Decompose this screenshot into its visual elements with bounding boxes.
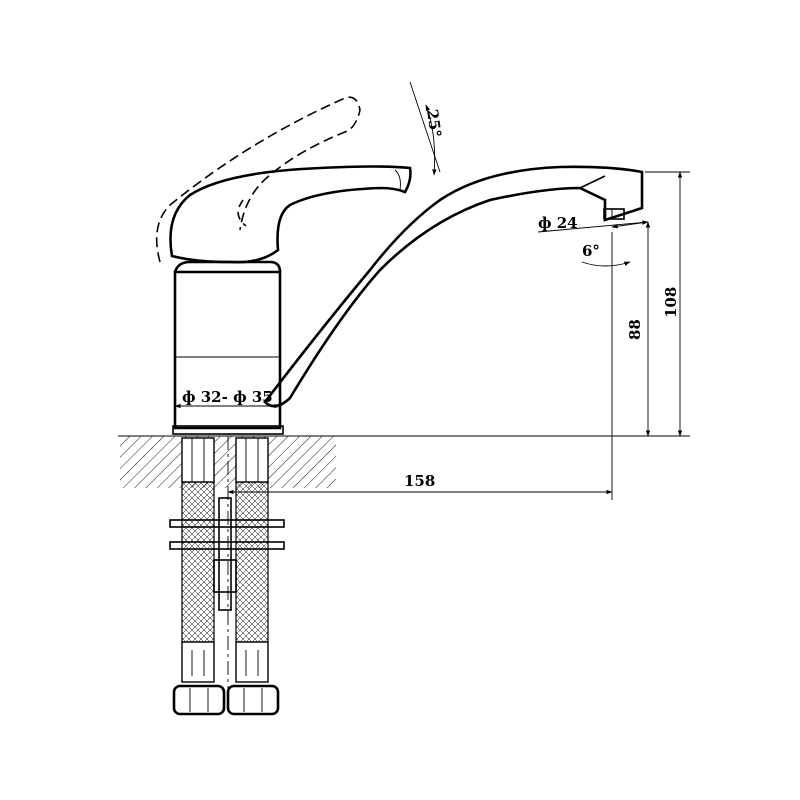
spout: [263, 165, 644, 408]
spout-angle-label: 6°: [582, 242, 600, 260]
countertop: [118, 435, 345, 488]
body-diameter-dim: ф 32- ф 35: [174, 388, 281, 409]
aerator: [603, 208, 625, 220]
aerator-diameter-dim: ф 24: [537, 214, 649, 233]
total-height-dim: 108: [282, 171, 690, 437]
spout-height-label: 88: [626, 319, 644, 340]
spout-reach-label: 158: [404, 472, 435, 490]
body-diameter-label: ф 32- ф 35: [182, 388, 273, 406]
lever-angle-label: 25°: [423, 108, 445, 139]
aerator-diameter-label: ф 24: [538, 214, 578, 232]
lever-handle-raised: [155, 96, 361, 263]
lever-handle: [169, 165, 412, 264]
total-height-label: 108: [662, 287, 680, 318]
lever-angle-dim: 25°: [409, 81, 445, 176]
faucet-body: [172, 260, 284, 435]
mounting-stud: [169, 497, 285, 611]
supply-hoses: [172, 437, 280, 716]
spout-height-dim: 88: [626, 221, 651, 437]
spout-reach-dim: 158: [227, 436, 613, 500]
spout-angle-dim: 6°: [581, 232, 631, 436]
